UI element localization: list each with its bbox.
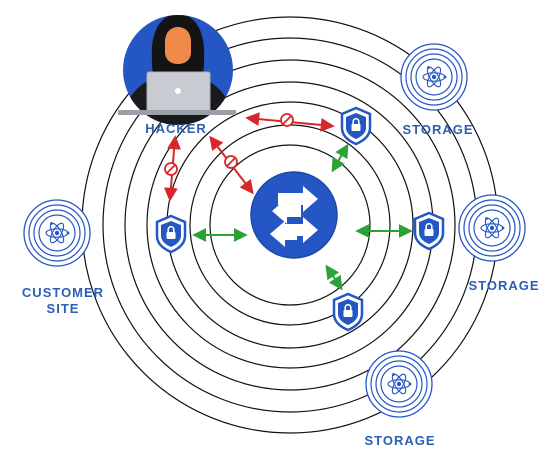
laptop-base [118, 110, 236, 115]
storage-node-top [400, 43, 468, 111]
no-entry-icon [224, 155, 238, 169]
storage-right-icon [458, 194, 526, 262]
ring-5 [124, 59, 456, 391]
blocked-connections [163, 112, 335, 202]
shield-lock-icon-right [413, 211, 445, 251]
storage-bottom-icon [365, 350, 433, 418]
central-router-hub [250, 171, 338, 259]
no-entry-icon [280, 113, 294, 127]
allowed-connections [192, 143, 413, 291]
hacker-label: HACKER [145, 121, 207, 136]
laptop-logo [175, 88, 181, 94]
shield-lock-icon-top [340, 106, 372, 146]
customer-site-label-line2: SITE [47, 301, 80, 316]
arrow-hub-to-lock-top [331, 143, 349, 173]
customer-site-node [23, 199, 91, 267]
storage-top-label: STORAGE [402, 122, 473, 137]
no-entry-icon [164, 162, 178, 176]
storage-node-bottom [365, 350, 433, 418]
customer-site-label-line1: CUSTOMER [22, 285, 104, 300]
storage-bottom-label: STORAGE [364, 433, 435, 448]
storage-node-right [458, 194, 526, 262]
hacker-node [118, 15, 236, 125]
router-arrows-icon [270, 186, 318, 247]
arrow-hub-to-lock-bottom [325, 264, 343, 291]
shield-lock-icon-left [155, 214, 187, 254]
storage-top-icon [400, 43, 468, 111]
shield-lock-icon-bottom [332, 292, 364, 332]
storage-right-label: STORAGE [468, 278, 539, 293]
customer-site-icon [23, 199, 91, 267]
